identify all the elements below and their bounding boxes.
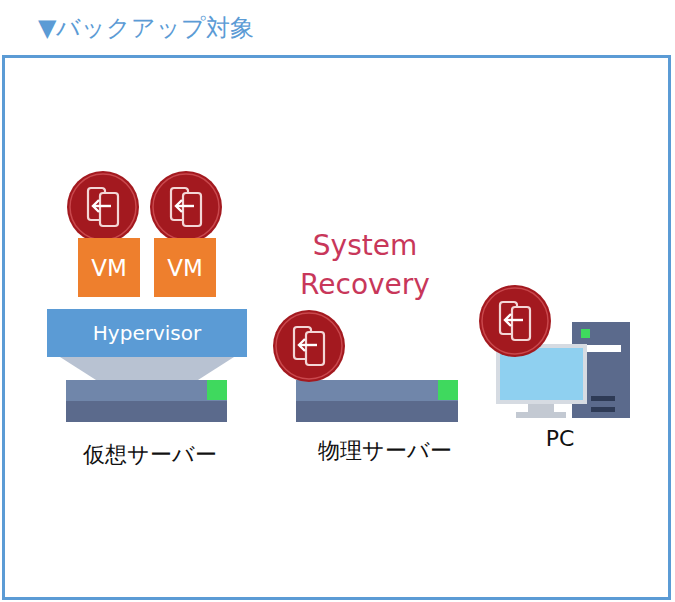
- hypervisor-band: Hypervisor: [47, 309, 247, 357]
- pc-drive: [585, 345, 621, 352]
- device-label: 仮想サーバー: [50, 440, 250, 470]
- group-frame: ▼バックアップ対象VMVMHypervisor: [2, 55, 671, 600]
- vm-box: VM: [154, 238, 216, 297]
- server-led: [207, 380, 227, 400]
- monitor-neck: [528, 404, 554, 412]
- group-heading: ▼バックアップ対象: [38, 12, 254, 44]
- monitor-base: [516, 412, 566, 418]
- server-led: [438, 380, 458, 400]
- product-name: System Recovery: [270, 226, 460, 304]
- recovery-icon: [67, 171, 139, 243]
- server-bottom: [296, 401, 458, 422]
- recovery-icon: [273, 310, 345, 382]
- recovery-icon: [479, 285, 551, 357]
- box-label: VM: [91, 255, 127, 281]
- recovery-icon: [150, 171, 222, 243]
- box-label: VM: [167, 255, 203, 281]
- device-label: PC: [520, 426, 600, 451]
- pc-slot: [591, 396, 615, 401]
- server-top: [66, 380, 227, 401]
- device-label: 物理サーバー: [285, 436, 485, 466]
- server-top: [296, 380, 458, 401]
- server-bottom: [66, 401, 227, 422]
- pc-slot: [591, 407, 615, 412]
- vm-box: VM: [78, 238, 140, 297]
- pc-led: [581, 329, 590, 338]
- projection: [60, 357, 234, 380]
- box-label: Hypervisor: [93, 321, 201, 345]
